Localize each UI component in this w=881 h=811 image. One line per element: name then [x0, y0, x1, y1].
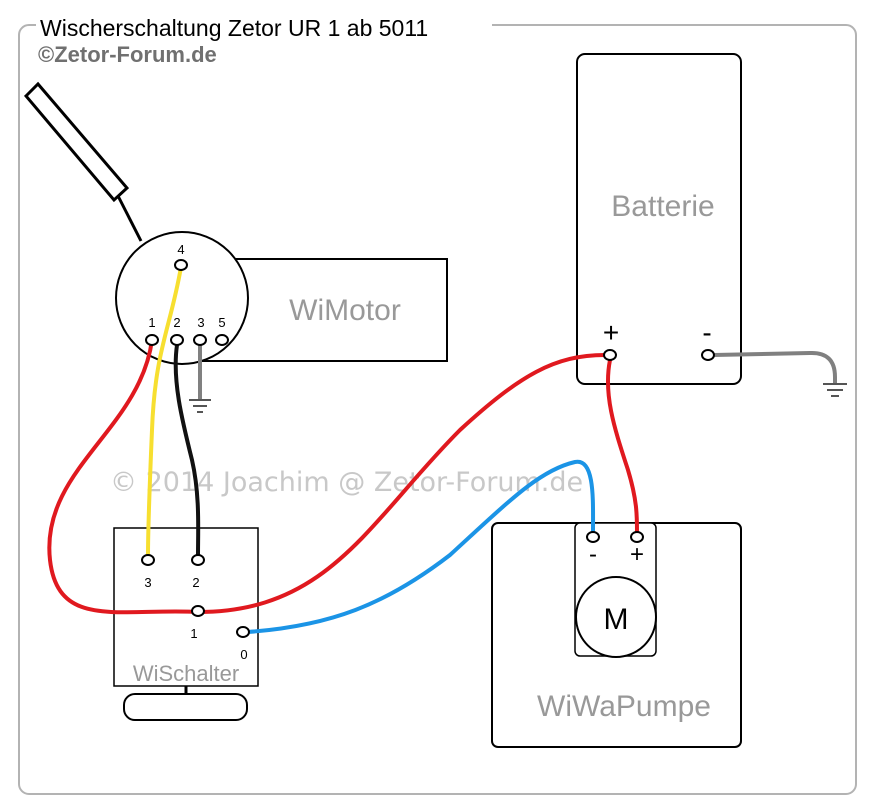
switch-terminal-2	[191, 554, 205, 566]
motor-pin-label-3: 3	[197, 315, 204, 330]
motor-terminal-5	[215, 334, 229, 346]
battery-ground-wire	[713, 350, 837, 384]
watermark: © 2014 Joachim @ Zetor-Forum.de	[110, 467, 583, 498]
black-wire-motor-switch	[173, 344, 201, 556]
pump-plus-terminal	[630, 531, 644, 543]
switch-terminal-1	[191, 605, 205, 617]
wiper-motor-label: WiMotor	[289, 294, 401, 327]
pump-minus-sign: -	[589, 541, 597, 568]
pump-minus-terminal	[586, 531, 600, 543]
battery-plus-terminal	[603, 349, 617, 361]
washer-pump-label: WiWaPumpe	[537, 690, 711, 723]
motor-pin-label-1: 1	[148, 315, 155, 330]
battery-label: Batterie	[611, 190, 714, 223]
switch-terminal-0	[236, 626, 250, 638]
wiper-arm-shaft	[113, 189, 143, 242]
pump-motor-symbol	[575, 576, 657, 658]
battery-box	[576, 53, 742, 385]
motor-terminal-1	[145, 334, 159, 346]
wiper-switch-label: WiSchalter	[133, 661, 239, 686]
switch-pin-label-2: 2	[192, 575, 199, 590]
motor-pin-label-4: 4	[177, 242, 184, 257]
diagram-title: Wischerschaltung Zetor UR 1 ab 5011	[40, 15, 428, 41]
motor-pin-label-2: 2	[173, 315, 180, 330]
motor-terminal-2	[170, 334, 184, 346]
battery-minus-terminal	[701, 349, 715, 361]
title-background	[36, 12, 492, 42]
pump-motor-letter: M	[604, 603, 629, 636]
switch-terminal-3	[141, 554, 155, 566]
red-wire-battery-pump	[605, 359, 639, 533]
motor-terminal-4	[174, 259, 188, 271]
battery-minus-sign: -	[702, 317, 711, 348]
wiper-motor-head	[115, 231, 249, 365]
wiper-blade	[23, 81, 130, 203]
wiper-switch-box	[113, 527, 259, 687]
pump-plus-sign: +	[630, 541, 644, 568]
blue-wire-switch-pump	[247, 459, 596, 634]
switch-pin-label-3: 3	[144, 575, 151, 590]
switch-pin-label-0: 0	[240, 647, 247, 662]
yellow-wire-motor-switch	[146, 266, 183, 556]
motor-terminal-3	[193, 334, 207, 346]
battery-ground-symbol	[823, 383, 847, 397]
copyright-label: ©Zetor-Forum.de	[38, 42, 217, 67]
switch-pin-label-1: 1	[190, 626, 197, 641]
motor-pin-label-5: 5	[218, 315, 225, 330]
wiper-switch-knob	[123, 693, 248, 721]
battery-plus-sign: +	[603, 317, 619, 348]
motor-ground-symbol	[189, 399, 211, 413]
